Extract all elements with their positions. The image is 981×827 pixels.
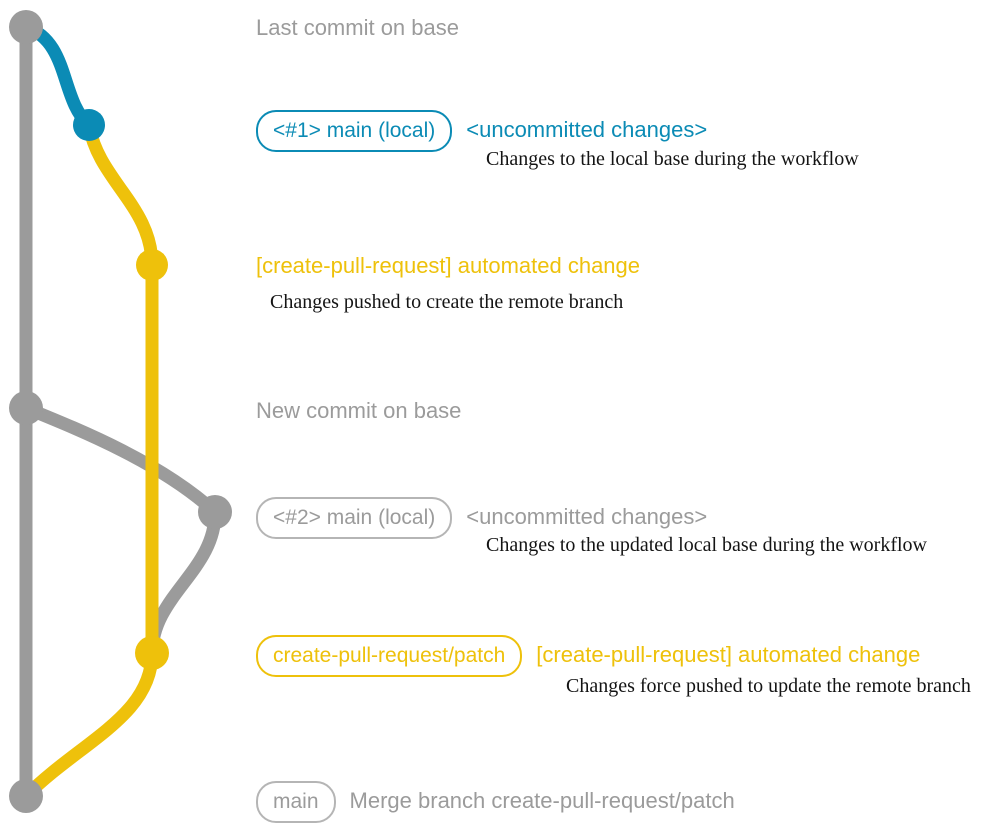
- edge-base-to-local2: [19, 401, 222, 519]
- commit-subject-automated-change-1: [create-pull-request] automated change: [256, 253, 641, 278]
- commit-node-base-last[interactable]: [9, 10, 43, 44]
- commit-subject-last-commit-on-base: Last commit on base: [256, 15, 459, 40]
- edge-local1-to-remote1: [82, 118, 159, 272]
- commit-description-updated-local-changes: Changes to the updated local base during…: [486, 534, 927, 556]
- commit-subject-uncommitted-1: <uncommitted changes>: [466, 117, 708, 142]
- commit-node-remote-1[interactable]: [136, 249, 168, 281]
- branch-badge-main-local-2[interactable]: <#2> main (local): [256, 497, 453, 539]
- commit-node-remote-2[interactable]: [135, 636, 169, 670]
- commit-subject-uncommitted-2: <uncommitted changes>: [466, 504, 708, 529]
- commit-node-base-merge[interactable]: [9, 779, 43, 813]
- commit-node-local-1[interactable]: [73, 109, 105, 141]
- commit-subject-automated-change-2: [create-pull-request] automated change: [536, 642, 921, 667]
- commit-subject-merge-branch: Merge branch create-pull-request/patch: [349, 788, 735, 813]
- branch-badge-main-local-1[interactable]: <#1> main (local): [256, 110, 453, 152]
- commit-node-base-new[interactable]: [9, 391, 43, 425]
- commit-description-local-changes: Changes to the local base during the wor…: [486, 148, 859, 170]
- commit-row-automated-change-update: create-pull-request/patch [create-pull-r…: [256, 635, 920, 677]
- edge-remote2-to-merge: [19, 646, 159, 803]
- commit-node-local-2[interactable]: [198, 495, 232, 529]
- commit-row-merge-branch: main Merge branch create-pull-request/pa…: [256, 781, 735, 823]
- commit-subject-new-commit-on-base: New commit on base: [256, 398, 462, 423]
- branch-badge-main[interactable]: main: [256, 781, 336, 823]
- commit-row-automated-change-create: [create-pull-request] automated change: [256, 255, 640, 277]
- commit-description-force-pushed: Changes force pushed to update the remot…: [566, 675, 971, 697]
- commit-row-local-uncommitted-1: <#1> main (local) <uncommitted changes>: [256, 110, 707, 152]
- branch-badge-create-pull-request-patch[interactable]: create-pull-request/patch: [256, 635, 523, 677]
- commit-nodes: [9, 10, 232, 813]
- commit-description-pushed-create: Changes pushed to create the remote bran…: [270, 291, 624, 313]
- commit-row-local-uncommitted-2: <#2> main (local) <uncommitted changes>: [256, 497, 707, 539]
